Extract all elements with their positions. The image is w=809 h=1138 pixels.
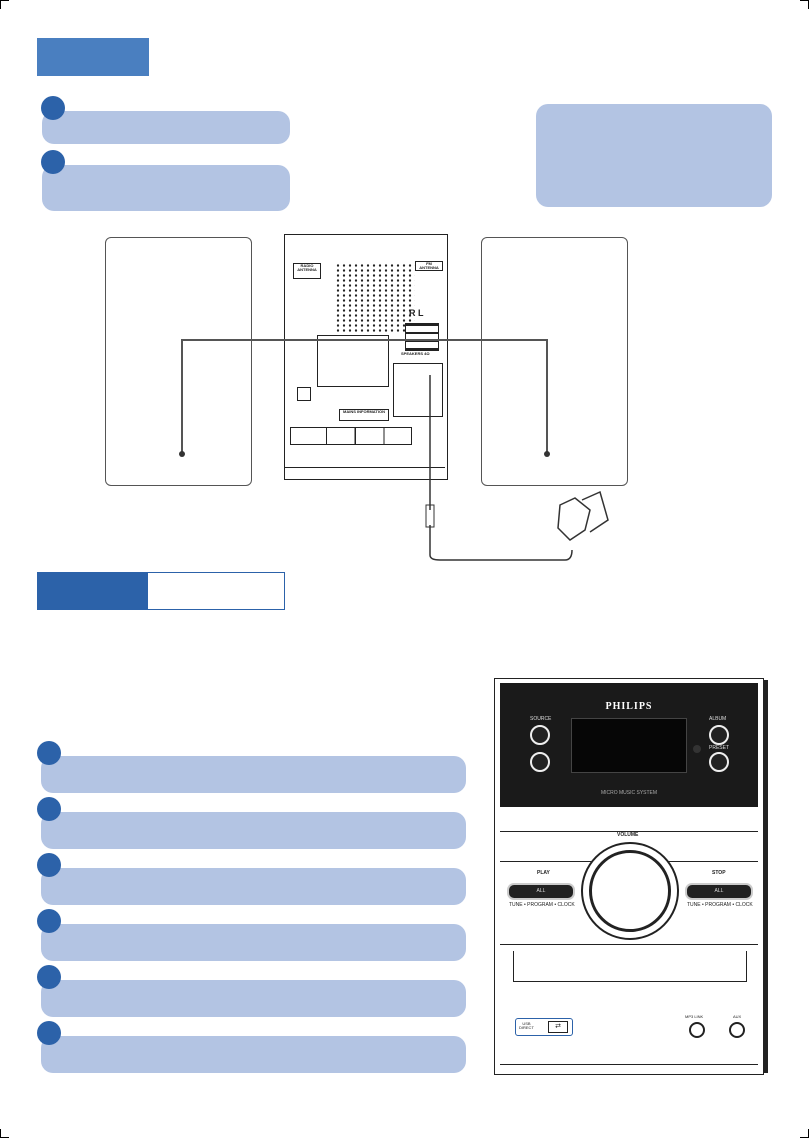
left-control-pill[interactable]: ALL (507, 883, 575, 900)
overview-step-bar-3 (41, 868, 466, 905)
left-control-pill-label: ALL (536, 888, 546, 894)
cd-door-strip (500, 807, 758, 832)
phones-label: MP3 LINK (685, 1014, 704, 1019)
preset-button[interactable] (709, 752, 729, 772)
front-unit: PHILIPS SOURCE ALBUM PRESET MICRO MUSIC … (494, 678, 764, 1075)
volume-knob[interactable] (581, 842, 679, 940)
back-panel-small-square (297, 387, 311, 401)
right-control-caption: TUNE • PROGRAM • CLOCK (687, 902, 753, 908)
preset-button-label: PRESET (709, 745, 730, 751)
play-label: PLAY (537, 870, 550, 876)
aux-jack[interactable] (729, 1022, 745, 1038)
fm-antenna-label: FM ANTENNA (415, 261, 443, 271)
front-display-panel: PHILIPS SOURCE ALBUM PRESET MICRO MUSIC … (500, 683, 758, 807)
mp3-link-jack[interactable] (689, 1022, 705, 1038)
overview-step-bar-5 (41, 980, 466, 1017)
step-number-1 (41, 96, 65, 120)
note-box (536, 104, 772, 207)
overview-step-bar-1 (41, 756, 466, 793)
usb-icon: ⇄ (548, 1021, 568, 1033)
overview-step-bar-6 (41, 1036, 466, 1073)
overview-step-number-2 (37, 797, 61, 821)
left-control-caption: TUNE • PROGRAM • CLOCK (509, 902, 575, 908)
front-unit-side (764, 680, 768, 1073)
album-button[interactable] (709, 725, 729, 745)
source-button[interactable] (530, 725, 550, 745)
left-lower-button[interactable] (530, 752, 550, 772)
model-caption: MICRO MUSIC SYSTEM (600, 790, 658, 796)
back-panel-inner-rect (317, 335, 389, 387)
overview-step-number-5 (37, 965, 61, 989)
overview-step-number-6 (37, 1021, 61, 1045)
main-unit-back-panel: RADIO ANTENNA FM ANTENNA R L SPEAKERS 4Ω… (284, 234, 448, 480)
aux-label: AUX (733, 1014, 742, 1019)
step-bar-1 (42, 111, 290, 144)
left-speaker (105, 237, 252, 486)
ac-socket (393, 363, 443, 417)
volume-knob-inner (589, 850, 671, 932)
section-header-overview-fill (38, 573, 148, 609)
overview-step-number-4 (37, 909, 61, 933)
usb-direct-port[interactable]: USB DIRECT ⇄ (515, 1018, 573, 1036)
right-speaker (481, 237, 628, 486)
section-header-overview (37, 572, 285, 610)
stop-label: STOP (712, 870, 726, 876)
radio-antenna-label: RADIO ANTENNA (293, 263, 321, 279)
source-button-label: SOURCE (530, 716, 552, 722)
usb-direct-label: USB DIRECT (519, 1021, 534, 1030)
mains-info-label: MAINS INFORMATION (339, 409, 389, 421)
volume-label: VOLUME (617, 832, 639, 838)
back-panel-feet (285, 467, 445, 476)
back-panel-box-row (290, 427, 412, 445)
brand-logo: PHILIPS (605, 701, 653, 712)
lower-door (513, 951, 747, 982)
right-control-pill[interactable]: ALL (685, 883, 753, 900)
overview-step-bar-2 (41, 812, 466, 849)
ir-sensor (693, 745, 701, 753)
speaker-channel-label: R L (409, 308, 424, 318)
lcd-display (571, 718, 687, 773)
right-control-pill-label: ALL (714, 888, 724, 894)
overview-step-number-1 (37, 741, 61, 765)
speaker-terminals (405, 323, 439, 351)
back-panel-vent-grid (335, 263, 415, 333)
step-number-2 (41, 150, 65, 174)
speaker-terminal-label: SPEAKERS 4Ω (401, 351, 430, 356)
section-header-connect (37, 38, 149, 76)
crop-mark-tl (0, 0, 9, 9)
step-bar-2 (42, 165, 290, 211)
front-unit-base (500, 1064, 758, 1073)
overview-step-number-3 (37, 853, 61, 877)
album-button-label: ALBUM (709, 716, 727, 722)
overview-step-bar-4 (41, 924, 466, 961)
